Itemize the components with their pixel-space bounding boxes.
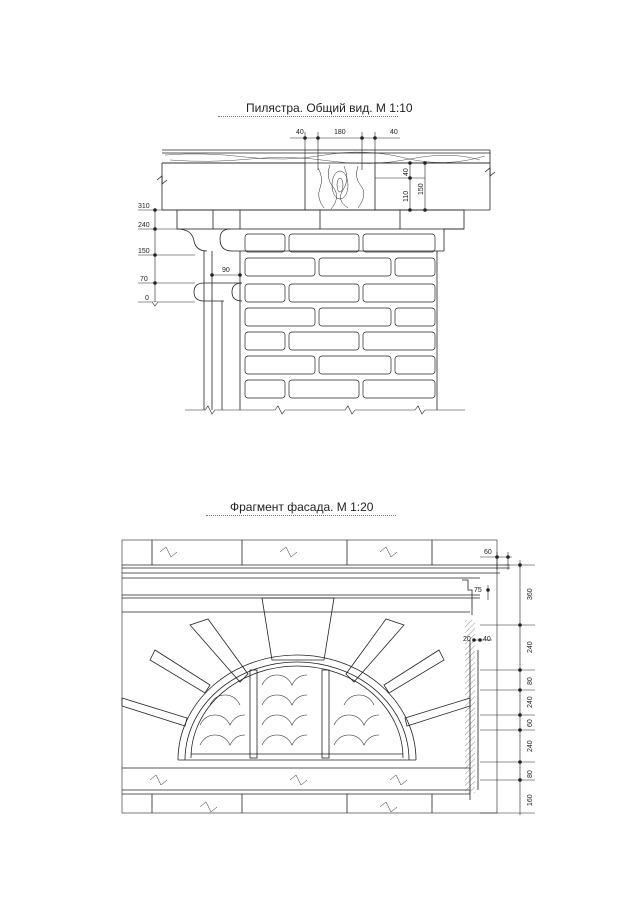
facade-dim-60: 60 [484, 549, 492, 556]
level-310: 310 [138, 203, 150, 210]
dim-right-150: 150 [418, 183, 425, 195]
facade-dimensions [472, 552, 535, 815]
level-150: 150 [138, 248, 150, 255]
facade-drawing [121, 539, 510, 814]
dim-top-left: 40 [296, 129, 304, 136]
facade-title-underline [206, 515, 396, 516]
facade-dim-360: 360 [527, 588, 534, 600]
facade-dim-160: 160 [527, 794, 534, 806]
pilaster-dimensions [138, 132, 440, 307]
facade-dim-60-b: 60 [527, 719, 534, 727]
dim-offset: 90 [222, 267, 230, 274]
pilaster-title: Пилястра. Общий вид. М 1:10 [246, 101, 413, 115]
facade-dim-240-c: 240 [527, 740, 534, 752]
facade-title: Фрагмент фасада. М 1:20 [230, 500, 374, 514]
level-240: 240 [138, 222, 150, 229]
facade-dim-40: 40 [483, 636, 491, 643]
pilaster-drawing [156, 149, 496, 415]
facade-dim-75: 75 [474, 587, 482, 594]
level-70: 70 [140, 276, 148, 283]
facade-dim-20: 20 [463, 636, 471, 643]
dim-right-40: 40 [403, 168, 410, 176]
pilaster-title-underline [218, 116, 398, 117]
facade-dim-240-a: 240 [527, 641, 534, 653]
facade-dim-240-b: 240 [527, 696, 534, 708]
dim-top-mid: 180 [334, 129, 346, 136]
facade-dim-80-a: 80 [527, 677, 534, 685]
dim-right-110: 110 [403, 191, 410, 202]
pilaster-dim-labels: 40 180 40 40 110 150 310 240 150 70 0 90 [138, 129, 425, 302]
facade-dim-80-b: 80 [527, 770, 534, 778]
dim-top-right: 40 [390, 129, 398, 136]
facade-dim-labels: 60 75 20 40 360 240 80 240 60 240 80 160 [463, 549, 534, 806]
level-0: 0 [145, 295, 149, 302]
